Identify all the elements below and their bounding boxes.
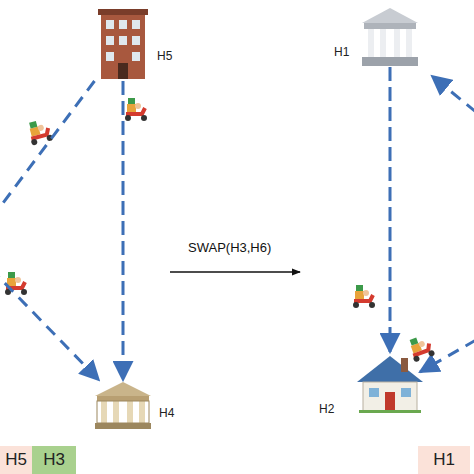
- building-icon: [93, 380, 153, 430]
- sequence-cell: H5: [0, 446, 32, 474]
- incoming-route: [432, 76, 474, 112]
- operation-label: SWAP(H3,H6): [188, 240, 271, 255]
- building-node: H2: [355, 352, 425, 414]
- swap-arrow: [170, 271, 300, 272]
- scooter-icon: [125, 98, 147, 121]
- scooter-icon: [5, 272, 27, 295]
- node-label: H5: [157, 49, 172, 63]
- scooter-icon: [407, 333, 436, 362]
- route-arrow: [122, 81, 125, 380]
- scooter-icon: [353, 285, 375, 308]
- route-arrow: [0, 81, 99, 380]
- building-node: H1: [360, 5, 420, 67]
- route-arrow: [389, 67, 392, 352]
- building-icon: [93, 5, 153, 81]
- node-label: H4: [159, 406, 174, 420]
- scooter-icon: [26, 118, 53, 146]
- cell-text: H1: [433, 450, 455, 470]
- building-icon: [355, 352, 425, 414]
- sequence-cell: H1: [418, 446, 470, 474]
- building-node: H5: [93, 5, 153, 81]
- building-node: H4: [93, 380, 153, 430]
- cell-text: H3: [43, 450, 65, 470]
- sequence-cell: H3: [32, 446, 76, 474]
- cell-text: H5: [5, 450, 27, 470]
- node-label: H1: [334, 45, 349, 59]
- building-icon: [360, 5, 420, 67]
- node-label: H2: [319, 402, 334, 416]
